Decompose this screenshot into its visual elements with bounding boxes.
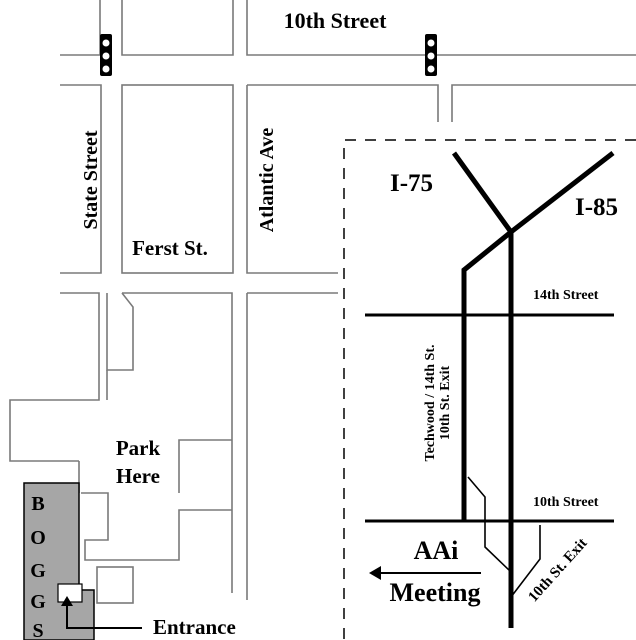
boggs-letter-b: B [31,493,44,515]
block-edge [121,0,234,56]
boggs-letter-g2: G [30,591,46,613]
atlantic-ave-label: Atlantic Ave [256,128,278,233]
campus-path [106,292,134,371]
block-atlantic [247,84,439,122]
block-edge [246,0,636,56]
parking-lot-edge [81,492,232,561]
boggs-letter-s: S [32,620,43,640]
ferst-street-label: Ferst St. [132,236,208,260]
i85-label: I-85 [575,194,618,221]
entrance-label: Entrance [153,615,236,639]
tenth-street-label: 10th Street [284,8,388,33]
boggs-letter-g1: G [30,560,46,582]
block-atlantic-left [246,85,338,274]
techwood-connector [461,230,513,520]
block-state-street [60,84,102,274]
park-label: Park [116,436,161,460]
i75-label: I-75 [390,170,433,197]
techwood-exit-label-line1: Techwood / 14th St. [423,345,438,462]
street-grid [9,0,636,604]
inset-frame [343,139,636,640]
campus-edge [122,292,233,593]
entrance-arrow-icon [61,596,73,606]
traffic-light-left [100,34,112,76]
boggs-notch [57,583,83,603]
block-edge [451,84,636,122]
meeting-arrow-icon [369,566,381,580]
campus-edge [9,292,100,462]
small-building [96,566,134,604]
traffic-light-right [425,34,437,76]
parking-lot-edge [178,439,232,493]
interstate-lines [451,151,615,628]
here-label: Here [116,464,160,488]
techwood-exit-label-line2: 10th St. Exit [438,366,453,441]
meeting-label: Meeting [390,578,481,607]
inset-cross-streets [365,313,614,523]
fourteenth-street-label: 14th Street [533,288,599,303]
tenth-exit-ramp [510,525,541,598]
techwood-exit-ramp [467,476,512,573]
block-ferst [121,84,234,274]
tenth-exit-label: 10th St. Exit [525,535,590,605]
state-street-label: State Street [80,130,102,229]
block-edge [60,0,101,56]
inset-tenth-street-label: 10th Street [533,495,599,510]
boggs-letter-o: O [30,527,46,549]
aai-label: AAi [414,536,459,565]
